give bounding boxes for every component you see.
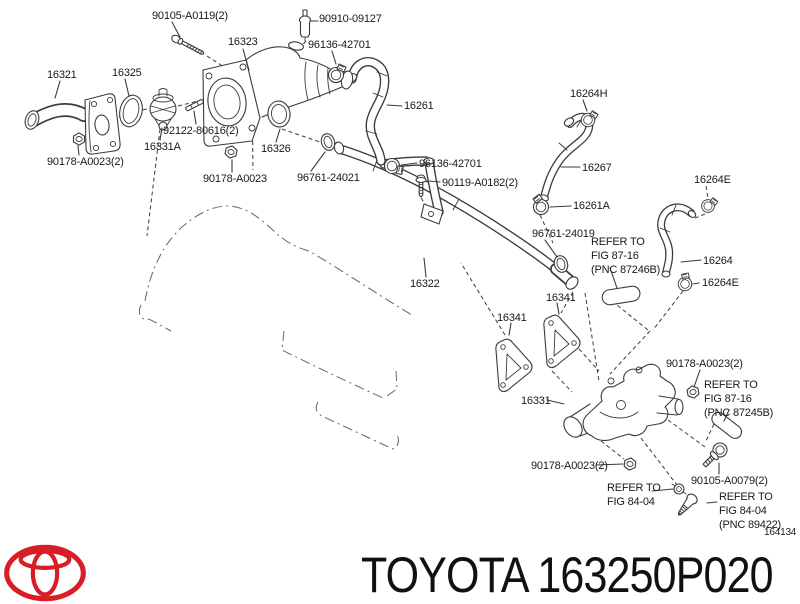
callout-16264H: 16264H (570, 88, 608, 100)
callout-16325: 16325 (112, 67, 142, 79)
assembly-dash-lines (118, 40, 715, 486)
callout-16264E-bottom: 16264E (702, 277, 739, 289)
part-16321-water-inlet (24, 93, 121, 155)
nut-90178-A0023-bottom-icon (623, 457, 637, 471)
sensor-90910-09127-icon (298, 9, 312, 42)
nut-90178-A0023-left-icon (72, 132, 86, 146)
clamp-16264E-bottom-icon (677, 272, 693, 292)
part-96761-24021-ring (320, 133, 336, 151)
callout-90178-A0023-mid: 90178-A0023 (203, 173, 267, 185)
grommet-fig84-04-icon (671, 483, 687, 495)
part-16341-gasket-left (495, 338, 533, 393)
callout-96761-24019: 96761-24019 (532, 228, 595, 240)
part-16322-bypass-pipe (333, 141, 579, 290)
note-fig84-04: REFER TO FIG 84-04 (607, 482, 661, 508)
callout-16264: 16264 (703, 255, 733, 267)
refer-pipe-87245B (711, 411, 743, 439)
part-16323-thermostat-housing (202, 41, 354, 147)
part-16341-gasket-right (543, 314, 581, 369)
part-16267-bypass-hose (539, 112, 594, 202)
callout-90178-A0023-left: 90178-A0023(2) (47, 156, 124, 168)
part-16331-water-outlet (563, 363, 684, 441)
callout-96136-42701-mid: 96136-42701 (419, 158, 482, 170)
callout-90105-A0119: 90105-A0119(2) (152, 10, 228, 22)
callout-90178-A0023-bottom: 90178-A0023(2) (531, 460, 608, 472)
callout-92122-80616: 92122-80616(2) (163, 125, 239, 137)
footer-part-title: TOYOTA 163250P020 (361, 547, 774, 603)
refer-pipe-87246B (601, 285, 641, 306)
bolt-90119-A0182-icon (415, 174, 427, 198)
sensor-89422-icon (677, 493, 698, 516)
part-16325-gasket (119, 94, 143, 128)
callout-90119-A0182: 90119-A0182(2) (442, 177, 518, 189)
clamp-16264H-icon (580, 110, 599, 128)
diagram-number: 164134 (764, 527, 797, 538)
clamp-16261A-icon (532, 193, 550, 216)
clamp-16264E-top-icon (701, 197, 719, 213)
toyota-logo (4, 544, 86, 602)
callout-90105-A0079: 90105-A0079(2) (691, 475, 768, 487)
nut-90178-A0023-right-icon (686, 385, 700, 399)
clamp-96136-42701-mid-icon (383, 157, 404, 176)
callout-16267: 16267 (582, 162, 612, 174)
bolt-90105-A0119-icon (171, 34, 205, 55)
callout-16322: 16322 (410, 278, 440, 290)
callout-16264E-top: 16264E (694, 174, 731, 186)
leader-lines (54, 20, 730, 504)
nut-90178-A0023-mid-icon (224, 145, 238, 159)
note-fig87-16-87245B: REFER TO FIG 87-16 (PNC 87245B) (704, 379, 774, 419)
part-16331A-thermostat (149, 88, 177, 131)
part-16326-oring (267, 100, 291, 128)
part-16264-heater-hose (657, 203, 697, 278)
part-96761-24019-ring (553, 255, 569, 273)
callout-16261: 16261 (404, 100, 434, 112)
callout-90178-A0023-right: 90178-A0023(2) (666, 358, 743, 370)
clamp-96136-42701-top-icon (327, 63, 347, 84)
engine-block-outline (138, 205, 413, 450)
note-fig84-04-89422: REFER TO FIG 84-04 (PNC 89422) (719, 491, 781, 531)
callout-16323: 16323 (228, 36, 258, 48)
callout-16331: 16331 (521, 395, 551, 407)
bolt-90105-A0079-icon (702, 442, 728, 468)
callout-16331A: 16331A (144, 141, 181, 153)
callout-96761-24021: 96761-24021 (297, 172, 360, 184)
callout-90910-09127: 90910-09127 (319, 13, 382, 25)
callout-16261A: 16261A (573, 200, 610, 212)
callout-16321: 16321 (47, 69, 77, 81)
callout-16341-left: 16341 (497, 312, 527, 324)
callout-96136-42701-top: 96136-42701 (308, 39, 371, 51)
callout-16341-right: 16341 (546, 292, 576, 304)
stud-92122-80616-icon (185, 98, 204, 112)
callout-16326: 16326 (261, 143, 291, 155)
note-fig87-16-87246B: REFER TO FIG 87-16 (PNC 87246B) (591, 236, 661, 276)
